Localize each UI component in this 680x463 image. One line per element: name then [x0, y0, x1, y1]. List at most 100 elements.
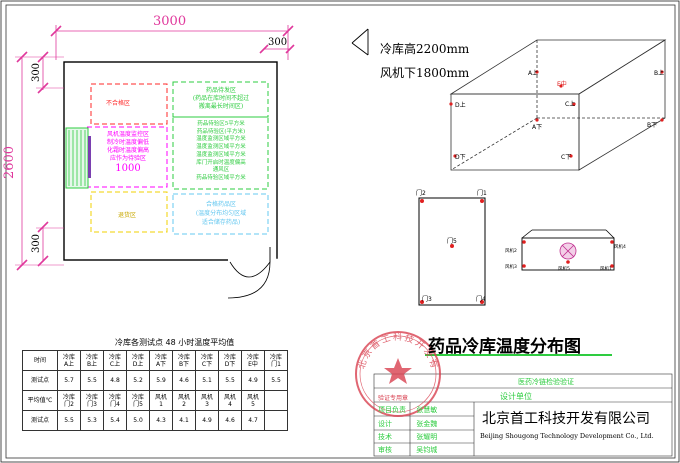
- label-door-4: 门4: [476, 296, 486, 303]
- label-a-top: A上: [528, 70, 539, 77]
- door-view: [418, 197, 486, 306]
- label-door-1: 门1: [477, 190, 487, 197]
- zone-qualified-line-1: 合格药品区: [205, 201, 236, 208]
- stamp-sub-text: 验证专用章: [378, 395, 409, 402]
- role-name: 张耀明: [416, 433, 438, 441]
- zone-dispatch: [172, 81, 269, 118]
- zone-fan-line-5: 1000: [115, 163, 141, 174]
- point-d-bottom: [453, 154, 457, 158]
- label-fan-1: 风机1: [600, 267, 612, 272]
- role-name: 张慧敏: [416, 406, 438, 414]
- table-row: 时间冷库 A上冷库 B上冷库 C上冷库 D上冷库 A下冷库 B下冷库 C下冷库 …: [22, 350, 288, 371]
- project-name: 医药冷链检验验证: [518, 378, 574, 386]
- zone-pending-line-7: 通风区: [212, 167, 230, 174]
- zone-returns-label: 退货区: [118, 212, 137, 219]
- role-row: 项目负责 张慧敏: [378, 405, 437, 415]
- zone-fan-line-3: 化霜时温度偏高: [106, 147, 149, 154]
- dim-left-bottom-label: 300: [31, 233, 43, 254]
- label-door-5: 门5: [447, 238, 457, 245]
- note-fan: 风机下1800mm: [380, 66, 470, 80]
- cold-room-3d: [449, 39, 667, 171]
- label-b-bottom: B下: [647, 122, 658, 129]
- point-c-top: [572, 102, 576, 106]
- zone-pending-line-2: 药品待验区(平方米): [196, 128, 246, 135]
- door-swing-arc-2: [227, 261, 271, 299]
- fan-unit: [65, 127, 91, 189]
- dim-left-top-label: 300: [31, 62, 43, 83]
- point-door-1: [480, 199, 484, 203]
- zone-qualified-line-3: 适合储存药品): [201, 219, 241, 226]
- main-title: 药品冷库温度分布图: [428, 337, 581, 357]
- label-door-3: 门3: [422, 296, 432, 303]
- box-front-face: [450, 93, 580, 171]
- company-name-en: Beijing Shougong Technology Development …: [480, 432, 654, 440]
- company-name-cn: 北京首工科技开发有限公司: [482, 411, 650, 427]
- zone-dispatch-line-1: 药品待发区: [205, 87, 236, 94]
- zone-unqualified-label: 不合格区: [106, 100, 131, 107]
- zone-dispatch-line-2: (药品在库时间不超过: [192, 95, 250, 102]
- zone-dispatch-line-3: 搬离最长时间区): [198, 103, 244, 110]
- dim-depth-label: 2600: [2, 145, 18, 180]
- label-d-bottom: D下: [455, 154, 466, 161]
- point-c-bottom: [569, 154, 573, 158]
- point-a-bottom: [535, 118, 539, 122]
- point-a-top: [535, 70, 539, 74]
- label-c-bottom: C下: [561, 154, 572, 161]
- point-b-top: [660, 70, 664, 74]
- role-label: 审核: [378, 446, 392, 454]
- dim-width-label: 3000: [153, 14, 187, 29]
- label-c-top: C上: [565, 101, 576, 108]
- zone-qualified-line-2: (温度分布均匀区域: [195, 210, 247, 217]
- box-points: [449, 70, 664, 158]
- zone-pending-line-1: 药品待验区5平方米: [197, 121, 245, 127]
- zone-dispatch-text: 药品待发区 (药品在库时间不超过 搬离最长时间区): [180, 87, 262, 111]
- zone-pending-line-3: 温度监测区域平方米: [196, 136, 246, 143]
- zone-fan-line-1: 风机温度监控区: [106, 131, 149, 138]
- label-b-top: B上: [654, 70, 665, 77]
- label-e-mid: E中: [557, 81, 567, 88]
- role-row: 技术 张耀明: [378, 432, 437, 442]
- label-fan-4: 风机4: [614, 245, 626, 250]
- inner-border: [5, 4, 676, 459]
- zone-pending-inspection: [172, 116, 269, 190]
- flag-symbol: [351, 28, 369, 56]
- zone-fan-monitor-text: 风机温度监控区 制冷时温度偏低 化霜时温度偏高 应作为待验区 1000: [95, 131, 161, 175]
- role-label: 技术: [378, 433, 392, 441]
- zone-fan-line-2: 制冷时温度偏低: [106, 139, 149, 146]
- role-label: 项目负责: [378, 406, 406, 414]
- table-title: 冷库各测试点 48 小时温度平均值: [115, 338, 235, 347]
- zone-qualified-text: 合格药品区 (温度分布均匀区域 适合储存药品): [180, 200, 262, 227]
- zone-pending-line-4: 温度监测区域平方米: [196, 144, 246, 151]
- stamp-star: [384, 358, 412, 384]
- label-a-bottom: A下: [532, 124, 543, 131]
- zone-fan-line-4: 应作为待验区: [109, 155, 146, 162]
- role-name: 张金魏: [416, 420, 438, 428]
- label-fan-5: 风机5: [558, 267, 570, 272]
- fan-view: [521, 229, 615, 271]
- door-swing-arc: [229, 261, 271, 278]
- zone-pending-text: 药品待验区5平方米 药品待验区(平方米) 温度监测区域平方米 温度监测区域平方米…: [178, 121, 264, 183]
- label-fan-3: 风机3: [505, 265, 517, 270]
- point-b-bottom: [660, 118, 664, 122]
- label-fan-2: 风机2: [505, 249, 517, 254]
- role-label: 设计: [378, 420, 392, 428]
- zone-returns: [90, 191, 168, 233]
- point-d-top: [449, 102, 453, 106]
- point-e-mid: [559, 84, 563, 88]
- title-block: [373, 373, 673, 457]
- role-row: 审核 吴钧城: [378, 445, 437, 455]
- point-door-2: [420, 199, 424, 203]
- label-d-top: D上: [455, 102, 466, 109]
- zone-pending-line-6: 库门开启时温度偏高: [196, 159, 246, 166]
- point-door-4: [480, 300, 484, 304]
- label-door-2: 门2: [416, 190, 426, 197]
- floor-plan: [15, 25, 295, 299]
- temperature-table: 时间冷库 A上冷库 B上冷库 C上冷库 D上冷库 A下冷库 B下冷库 C下冷库 …: [22, 350, 288, 431]
- note-height: 冷库高2200mm: [380, 42, 470, 56]
